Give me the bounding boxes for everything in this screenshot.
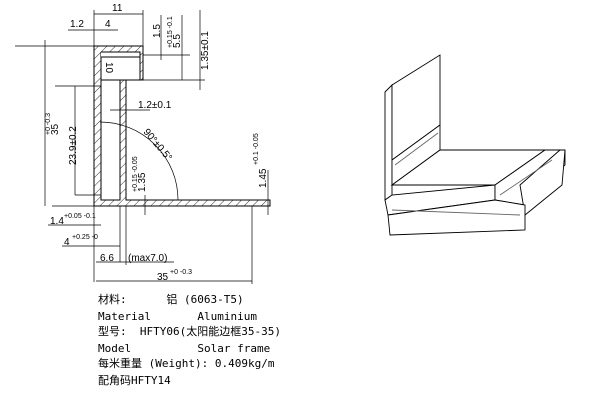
dim-4: 4 (105, 19, 111, 30)
dim-5-5-tol: +0.15 -0.1 (167, 16, 174, 48)
dim-6-6: 6.6 (100, 253, 114, 264)
dim-1-35-top: 1.35±0.1 (200, 31, 211, 70)
dim-1-45-tol: +0.1 -0.05 (253, 133, 260, 165)
dim-4-tol: +0.25 -0 (72, 234, 98, 241)
dim-max-note: (max7.0) (128, 253, 167, 264)
dim-1-5: 1.5 (152, 24, 163, 38)
dim-5-5: 5.5 (172, 34, 183, 48)
model-cn: 型号: HFTY06(太阳能边框35-35) (98, 325, 281, 338)
dim-height-35-tol: +0 -0.3 (45, 113, 52, 135)
dim-1-4-tol: +0.05 -0.1 (64, 213, 96, 220)
model-en: Model Solar frame (98, 342, 271, 355)
dim-10: 10 (103, 62, 114, 74)
dim-angle: 90°±0.5° (141, 127, 174, 164)
dim-width-top: 11 (112, 3, 123, 14)
material-cn: 材料: 铝 (6063-T5) (98, 293, 244, 306)
dimension-labels: 11 1.2 4 1.5 5.5 +0.15 -0.1 1.35±0.1 10 … (45, 3, 269, 283)
dim-1-4: 1.4 (50, 216, 64, 227)
dim-1-45: 1.45 (258, 168, 269, 188)
dim-4-bottom: 4 (64, 237, 70, 248)
dim-height-23-9: 23.9±0.2 (68, 126, 79, 165)
dim-height-35: 35 (50, 123, 61, 135)
profile-3d-view (384, 54, 566, 236)
dim-width-35: 35 (157, 272, 169, 283)
material-en: Material Aluminium (98, 310, 257, 323)
dim-width-35-tol: +0 -0.3 (170, 269, 192, 276)
dim-1-35-bottom-tol: +0.15 -0.05 (132, 156, 139, 192)
dim-1-2: 1.2 (70, 19, 84, 30)
corner-key: 配角码HFTY14 (98, 374, 171, 387)
weight: 每米重量 (Weight): 0.409kg/m (98, 357, 275, 370)
profile-cross-section (93, 45, 271, 207)
dim-1-35-bottom: 1.35 (137, 172, 148, 192)
dim-wall-1-2: 1.2±0.1 (138, 100, 172, 111)
dimension-lines (15, 10, 269, 284)
